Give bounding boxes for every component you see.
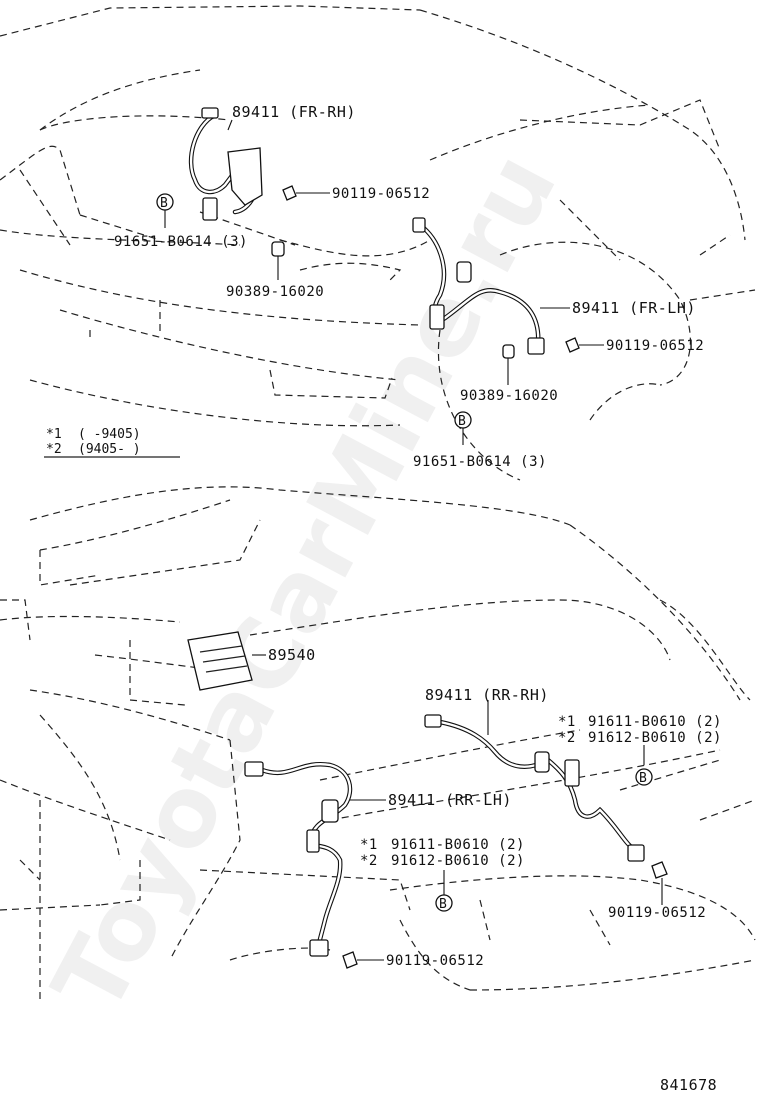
rr-rh-clamp-1-label: 91611-B0610 (2) [588,714,722,730]
connector-icon [424,714,442,728]
sensor-head-icon [309,939,329,957]
svg-text:*2: *2 [46,442,62,457]
connector-icon [244,761,264,777]
fr-lh-bolt-icon [565,337,604,353]
sensor-head-icon [202,197,218,221]
fr-rh-bolt-icon [282,185,330,201]
rr-lh-mark-2: *2 [360,853,378,869]
svg-text:*1: *1 [46,427,62,442]
rr-rh-clamp-ref-icon: B [635,745,653,786]
rr-rh-mark-2: *2 [558,730,576,746]
front-body-outline [0,5,756,481]
fr-rh-clamp-ref-icon: B [156,193,174,228]
fr-lh-speed-sensor [412,217,545,355]
rr-lh-bolt-label: 90119-06512 [386,953,484,969]
svg-text:( -9405): ( -9405) [78,427,141,442]
fr-rh-sensor-label: 89411 (FR-RH) [232,103,356,121]
fr-lh-clamp-label: 91651-B0614 (3) [413,454,547,470]
rr-lh-clamp-ref-icon: B [435,870,453,912]
svg-text:B: B [639,771,647,786]
fr-lh-grommet-icon [502,344,515,385]
rr-rh-speed-sensor [424,700,645,862]
watermark: ToyotaCarMine.ru [31,135,578,1030]
rr-lh-clamp-2-label: 91612-B0610 (2) [391,853,525,869]
svg-text:B: B [439,897,447,912]
fr-rh-bolt-label: 90119-06512 [332,186,430,202]
diagram-number: 841678 [660,1076,717,1094]
fr-rh-grommet-label: 90389-16020 [226,284,324,300]
fr-lh-clamp-ref-icon: B [454,411,472,445]
rr-lh-bolt-icon [342,951,384,969]
rr-lh-clamp-1-label: 91611-B0610 (2) [391,837,525,853]
connector-icon [201,107,219,119]
sensor-head-icon [627,844,645,862]
rr-rh-clamp-2-label: 91612-B0610 (2) [588,730,722,746]
fr-rh-grommet-icon [271,241,285,280]
rr-lh-speed-sensor [244,761,386,957]
sensor-head-icon [527,337,545,355]
ecu-label: 89540 [268,646,316,664]
abs-ecu-icon [187,631,266,691]
rr-lh-sensor-label: 89411 (RR-LH) [388,791,512,809]
connector-icon [412,217,426,233]
rear-body-outline [0,486,756,1000]
svg-text:(9405- ): (9405- ) [78,442,141,457]
fr-rh-speed-sensor [188,107,263,221]
rr-rh-sensor-label: 89411 (RR-RH) [425,686,549,704]
fr-lh-sensor-label: 89411 (FR-LH) [572,299,696,317]
rr-rh-bolt-icon [651,861,668,905]
rr-rh-mark-1: *1 [558,714,576,730]
fr-lh-bolt-label: 90119-06512 [606,338,704,354]
rr-lh-mark-1: *1 [360,837,378,853]
svg-text:B: B [458,414,466,429]
fr-lh-grommet-label: 90389-16020 [460,388,558,404]
model-year-notes: *1 ( -9405) *2 (9405- ) [44,427,180,458]
svg-text:B: B [160,196,168,211]
rr-rh-bolt-label: 90119-06512 [608,905,706,921]
fr-rh-clamp-label: 91651-B0614 (3) [114,234,248,250]
